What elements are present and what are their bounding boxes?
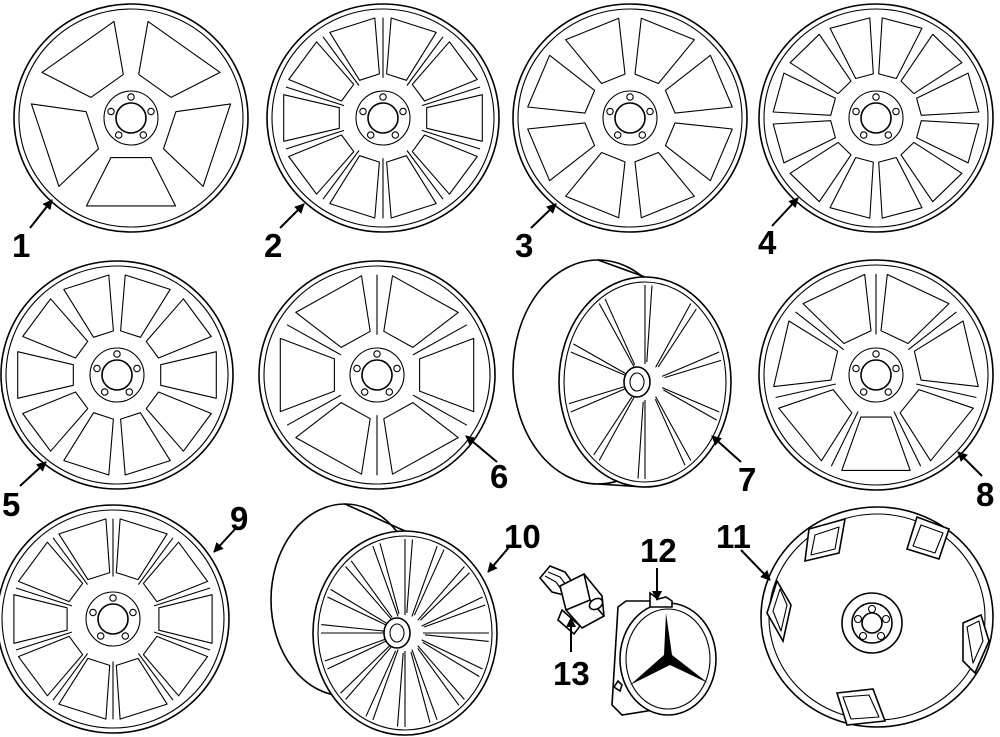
callout-3: 3 — [515, 227, 533, 264]
callout-12: 12 — [640, 532, 677, 569]
callout-10: 10 — [504, 518, 541, 555]
wheel-5-illustration — [0, 260, 234, 490]
callout-2: 2 — [264, 227, 282, 264]
callout-11: 11 — [716, 518, 751, 555]
wheel-4-illustration — [758, 3, 994, 233]
callout-6: 6 — [490, 458, 508, 495]
wheel-7-illustration — [512, 259, 732, 488]
callout-5: 5 — [2, 486, 20, 523]
callout-9: 9 — [230, 500, 248, 537]
callout-13: 13 — [553, 655, 590, 692]
leader-arrows — [19, 197, 983, 652]
wheel-cover-illustration — [760, 506, 994, 728]
callout-4: 4 — [758, 224, 777, 261]
callout-7: 7 — [738, 461, 756, 498]
callout-1: 1 — [12, 227, 30, 264]
wheel-2-illustration — [266, 3, 500, 233]
wheel-9-illustration — [0, 504, 230, 734]
wheel-8-illustration — [758, 259, 994, 491]
wheel-illustrations — [0, 3, 994, 736]
lug-bolt-illustration — [538, 565, 605, 636]
wheel-10-illustration — [270, 503, 498, 736]
wheel-3-illustration — [512, 3, 748, 233]
center-cap-illustration — [611, 591, 717, 716]
wheel-1-illustration — [13, 3, 249, 233]
wheel-6-illustration — [258, 260, 496, 490]
callout-8: 8 — [976, 476, 994, 513]
callout-labels: 1 2 3 4 5 6 7 8 9 10 11 12 13 — [2, 224, 994, 692]
